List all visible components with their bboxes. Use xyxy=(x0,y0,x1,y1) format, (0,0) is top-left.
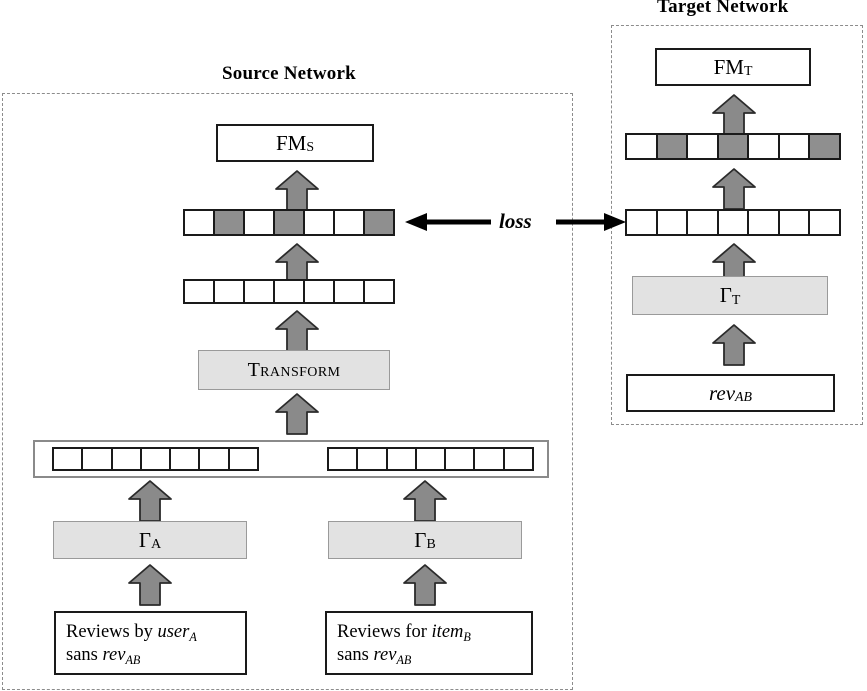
input-b-line2-italic: rev xyxy=(373,645,397,666)
input-a-line2-subscript: AB xyxy=(125,652,141,667)
vector-cell xyxy=(139,447,172,471)
vector-cell xyxy=(502,447,534,471)
vector-cell xyxy=(333,209,365,236)
encoder-gamma-a-subscript: A xyxy=(151,536,162,552)
vector-cell xyxy=(385,447,417,471)
arrow-gamma-b-to-vector xyxy=(403,480,447,522)
vector-cell xyxy=(686,209,719,236)
source-transform-output-vector xyxy=(183,279,407,304)
input-a-line1-subscript: A xyxy=(189,629,197,644)
arrow-target-plain-to-shared xyxy=(712,168,756,210)
source-network-boundary xyxy=(2,93,573,690)
vector-cell xyxy=(273,209,305,236)
vector-cell xyxy=(303,209,335,236)
vector-cell xyxy=(655,133,689,160)
input-b-line1-italic: item xyxy=(431,622,464,642)
vector-cell xyxy=(169,447,201,471)
transform-module: Transform xyxy=(198,350,390,390)
vector-cell xyxy=(363,279,395,304)
vector-cell xyxy=(227,447,259,471)
arrow-input-b-to-gamma-b xyxy=(403,564,447,606)
input-a-line2-italic: rev xyxy=(102,645,126,666)
input-b-line1-prefix: Reviews for xyxy=(337,622,432,642)
vector-cell xyxy=(183,279,215,304)
source-input-user-reviews: Reviews by userA sans revAB xyxy=(54,611,247,675)
vector-cell xyxy=(625,133,658,160)
vector-cell xyxy=(363,209,395,236)
vector-cell xyxy=(243,279,275,304)
input-b-line2-subscript: AB xyxy=(396,652,412,667)
vector-cell xyxy=(356,447,388,471)
target-shared-representation-vector xyxy=(625,133,853,160)
vector-cell xyxy=(747,209,780,236)
vector-cell xyxy=(110,447,142,471)
input-a-line1-italic: user xyxy=(157,622,190,642)
input-a-line1-prefix: Reviews by xyxy=(66,622,158,642)
transform-label: Transform xyxy=(247,358,341,381)
vector-cell xyxy=(655,209,689,236)
source-output-label: FM xyxy=(275,130,307,155)
vector-cell xyxy=(303,279,335,304)
vector-cell xyxy=(808,209,841,236)
input-b-line1-subscript: B xyxy=(463,629,471,644)
vector-cell xyxy=(444,447,476,471)
vector-cell xyxy=(213,279,245,304)
arrow-gamma-a-to-vector xyxy=(128,480,172,522)
vector-cell xyxy=(473,447,505,471)
vector-cell xyxy=(625,209,658,236)
vector-cell xyxy=(273,279,305,304)
source-output-subscript: S xyxy=(306,139,315,155)
encoder-gamma-b-label: Γ xyxy=(414,527,427,552)
target-network-title: Target Network xyxy=(657,0,789,17)
source-shared-representation-vector xyxy=(183,209,407,236)
vector-cell xyxy=(716,209,750,236)
target-output-subscript: T xyxy=(743,63,753,79)
target-output-label: FM xyxy=(713,54,744,79)
vector-cell xyxy=(52,447,84,471)
loss-arrow-right xyxy=(556,211,628,235)
vector-cell xyxy=(81,447,113,471)
source-network-title: Source Network xyxy=(222,63,356,84)
vector-cell xyxy=(747,133,780,160)
loss-arrow-left xyxy=(403,211,491,235)
vector-cell xyxy=(414,447,447,471)
input-a-line2-prefix: sans xyxy=(66,645,103,666)
vector-cell xyxy=(213,209,245,236)
input-b-line2-prefix: sans xyxy=(337,645,374,666)
arrow-target-input-to-gamma-t xyxy=(712,324,756,366)
target-encoder-output-vector xyxy=(625,209,853,236)
vector-cell xyxy=(243,209,275,236)
vector-cell xyxy=(716,133,750,160)
encoder-gamma-t-label: Γ xyxy=(719,283,732,307)
vector-cell xyxy=(686,133,719,160)
arrow-source-vector-to-fm xyxy=(275,170,319,212)
arrow-target-vector-to-fm xyxy=(712,94,756,136)
encoder-gamma-t-subscript: T xyxy=(731,291,741,307)
vector-cell xyxy=(808,133,841,160)
target-input-label: rev xyxy=(709,380,736,405)
source-input-item-reviews: Reviews for itemB sans revAB xyxy=(325,611,533,675)
arrow-input-a-to-gamma-a xyxy=(128,564,172,606)
vector-cell xyxy=(198,447,230,471)
loss-label: loss xyxy=(499,209,532,233)
target-input-subscript: AB xyxy=(735,389,752,405)
vector-cell xyxy=(327,447,359,471)
source-user-embedding-vector xyxy=(52,447,271,471)
vector-cell xyxy=(777,209,811,236)
encoder-gamma-a-label: Γ xyxy=(138,527,152,552)
vector-cell xyxy=(333,279,365,304)
arrow-transform-to-mid xyxy=(275,310,319,352)
vector-cell xyxy=(777,133,811,160)
encoder-gamma-b-subscript: B xyxy=(426,536,436,552)
arrow-dual-to-transform xyxy=(275,393,319,435)
source-item-embedding-vector xyxy=(327,447,546,471)
vector-cell xyxy=(183,209,215,236)
